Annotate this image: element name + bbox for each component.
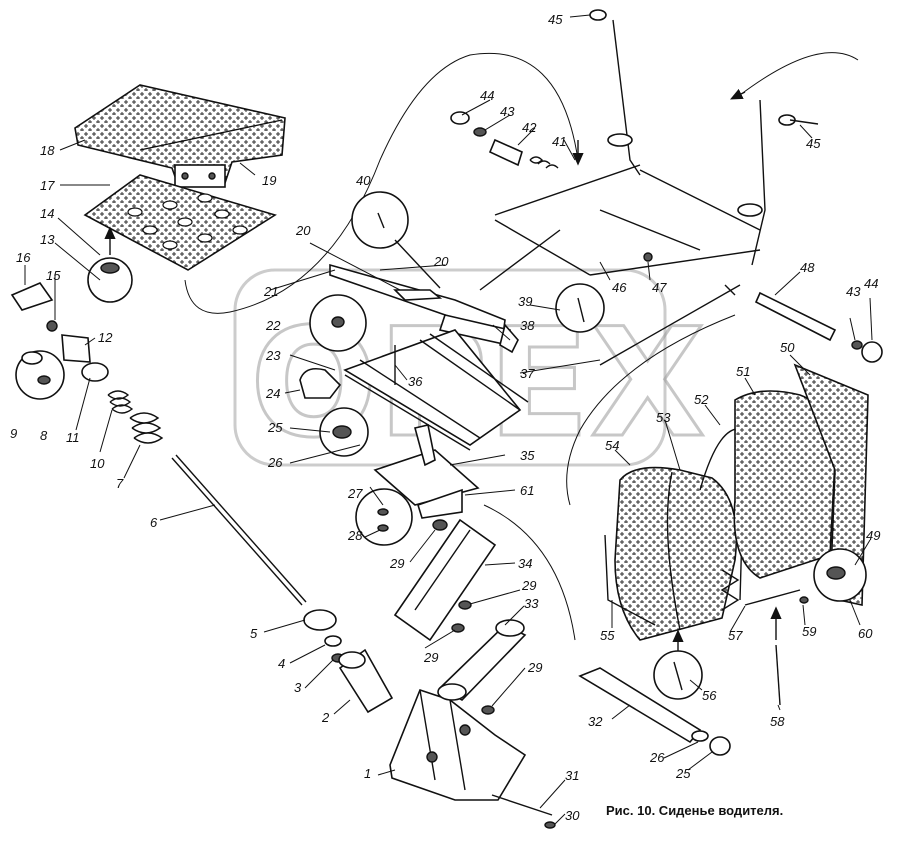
label-10: 10 <box>90 456 105 471</box>
part-40-circle <box>351 191 409 249</box>
label-26b: 26 <box>649 750 665 765</box>
label-34: 34 <box>518 556 532 571</box>
label-48: 48 <box>800 260 815 275</box>
figure-caption: Рис. 10. Сиденье водителя. <box>606 803 783 818</box>
label-19: 19 <box>262 173 276 188</box>
seat-frame <box>479 19 766 366</box>
label-35: 35 <box>520 448 535 463</box>
label-50: 50 <box>780 340 795 355</box>
back-cushion-rear <box>733 363 869 606</box>
label-12: 12 <box>98 330 113 345</box>
label-15: 15 <box>46 268 61 283</box>
part-24 <box>299 367 342 399</box>
label-45b: 45 <box>806 136 821 151</box>
label-56: 56 <box>702 688 717 703</box>
label-29c: 29 <box>423 650 438 665</box>
part-2-5 <box>303 609 394 714</box>
link-33 <box>437 619 527 701</box>
label-58: 58 <box>770 714 785 729</box>
bracket-1 <box>389 689 527 801</box>
rod-48 <box>754 291 837 342</box>
part-14-16 <box>10 257 133 332</box>
label-53: 53 <box>656 410 671 425</box>
axle-32 <box>578 667 731 756</box>
plate-35-61 <box>373 424 480 519</box>
label-24: 24 <box>265 386 280 401</box>
frame-36 <box>343 329 529 451</box>
part-labels: 1 2 3 4 5 6 7 8 9 10 11 12 13 14 15 16 1… <box>10 12 880 823</box>
label-13: 13 <box>40 232 55 247</box>
label-6: 6 <box>150 515 158 530</box>
slider-34 <box>393 518 497 642</box>
springs-7-10 <box>107 390 164 444</box>
label-38: 38 <box>520 318 535 333</box>
label-32: 32 <box>588 714 603 729</box>
label-45a: 45 <box>548 12 563 27</box>
label-52: 52 <box>694 392 709 407</box>
label-43b: 43 <box>846 284 861 299</box>
label-44a: 44 <box>480 88 494 103</box>
label-18: 18 <box>40 143 55 158</box>
label-25a: 25 <box>267 420 283 435</box>
label-55: 55 <box>600 628 615 643</box>
label-20b: 20 <box>433 254 449 269</box>
label-26a: 26 <box>267 455 283 470</box>
label-27: 27 <box>347 486 363 501</box>
label-29b: 29 <box>521 578 536 593</box>
label-2: 2 <box>321 710 330 725</box>
label-8: 8 <box>40 428 48 443</box>
label-31: 31 <box>565 768 579 783</box>
label-49: 49 <box>866 528 880 543</box>
part-27-28-circle <box>355 488 413 546</box>
label-5: 5 <box>250 626 258 641</box>
leader-lines <box>24 14 873 825</box>
label-42: 42 <box>522 120 537 135</box>
label-23: 23 <box>265 348 281 363</box>
label-1: 1 <box>364 766 371 781</box>
seat-base-plate <box>83 174 277 271</box>
label-22: 22 <box>265 318 281 333</box>
pin-31 <box>491 794 553 816</box>
label-36: 36 <box>408 374 423 389</box>
label-54: 54 <box>605 438 619 453</box>
label-16: 16 <box>16 250 31 265</box>
label-41: 41 <box>552 134 566 149</box>
label-40: 40 <box>356 173 371 188</box>
label-39: 39 <box>518 294 532 309</box>
label-29a: 29 <box>389 556 404 571</box>
label-4: 4 <box>278 656 285 671</box>
washer-30 <box>544 821 556 829</box>
small-parts-41-45 <box>450 9 883 363</box>
label-21: 21 <box>263 284 278 299</box>
label-25b: 25 <box>675 766 691 781</box>
label-28: 28 <box>347 528 363 543</box>
label-30: 30 <box>565 808 580 823</box>
label-33: 33 <box>524 596 539 611</box>
label-51: 51 <box>736 364 750 379</box>
label-43a: 43 <box>500 104 515 119</box>
bar-57 <box>744 589 801 606</box>
label-60: 60 <box>858 626 873 641</box>
label-3: 3 <box>294 680 302 695</box>
label-17: 17 <box>40 178 55 193</box>
label-46: 46 <box>612 280 627 295</box>
label-20a: 20 <box>295 223 311 238</box>
label-47: 47 <box>652 280 667 295</box>
label-59: 59 <box>802 624 816 639</box>
part-8-12 <box>15 334 109 400</box>
label-44b: 44 <box>864 276 878 291</box>
label-7: 7 <box>116 476 124 491</box>
label-14: 14 <box>40 206 54 221</box>
label-57: 57 <box>728 628 743 643</box>
label-37: 37 <box>520 366 535 381</box>
label-29d: 29 <box>527 660 542 675</box>
rod-55 <box>604 534 656 626</box>
label-9: 9 <box>10 426 17 441</box>
seat-cushion <box>74 84 286 188</box>
label-11: 11 <box>66 430 80 445</box>
label-61: 61 <box>520 483 534 498</box>
rod-6 <box>171 457 303 606</box>
